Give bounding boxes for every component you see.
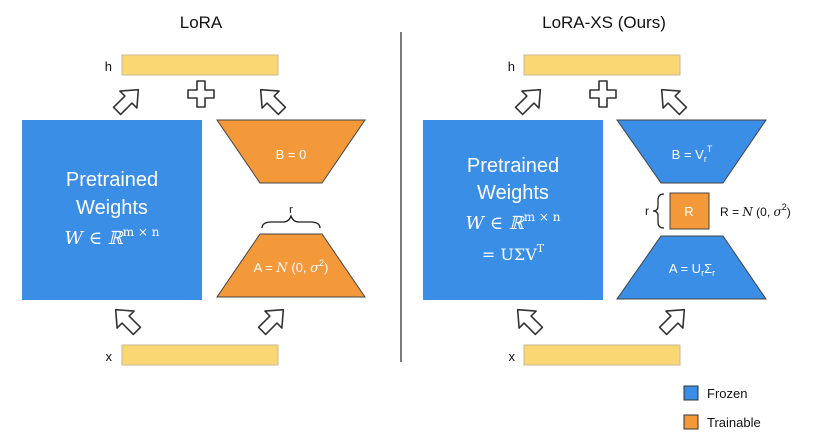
lora-b-matrix-trapezoid (216, 119, 366, 184)
lora-rank-brace (261, 213, 321, 229)
loraxs-weights-svd-base: = UΣV (482, 245, 537, 264)
loraxs-r-def-prefix: R = (720, 205, 742, 219)
lora-weights-math-base: W ∈ ℝ (64, 228, 123, 249)
loraxs-r-def-sup: 2 (782, 202, 787, 212)
lora-x-vector (121, 344, 279, 366)
lora-x-weights-arrow-icon (106, 300, 147, 341)
loraxs-a-sub1: r (701, 268, 704, 278)
loraxs-x-label: x (509, 349, 516, 364)
loraxs-weights-svd-sup: T (537, 242, 545, 255)
loraxs-r-label: R (684, 204, 693, 219)
lora-x-label: x (106, 349, 113, 364)
loraxs-b-prefix: B = V (672, 147, 704, 162)
lora-a-args: (0, (288, 260, 310, 275)
loraxs-weights-svd: = UΣVT (482, 242, 545, 264)
loraxs-weights-math-sup: m × n (524, 210, 561, 224)
loraxs-a-matrix-trapezoid (616, 235, 767, 300)
legend-trainable-swatch (683, 414, 699, 430)
loraxs-weights-math: W ∈ ℝm × n (465, 210, 560, 234)
lora-pretrained-weights-block (22, 120, 202, 300)
loraxs-title: LoRA-XS (Ours) (542, 13, 666, 32)
loraxs-r-def-N: N (741, 205, 753, 219)
loraxs-b-sub: r (704, 154, 707, 164)
loraxs-b-sup: T (707, 144, 713, 154)
loraxs-x-vector (523, 344, 681, 366)
loraxs-r-def-args: (0, (753, 205, 774, 219)
lora-a-sup: 2 (319, 258, 324, 268)
loraxs-b-arrow-icon (652, 80, 693, 121)
loraxs-x-a-arrow-icon (653, 300, 694, 341)
lora-weights-line1: Pretrained (66, 169, 158, 191)
lora-a-matrix-trapezoid (216, 233, 366, 298)
loraxs-r-def-sigma: σ (774, 205, 783, 219)
lora-weights-math-sup: m × n (123, 225, 160, 239)
loraxs-b-label: B = VrT (672, 144, 713, 164)
loraxs-b-matrix-trapezoid (616, 119, 767, 184)
legend-frozen-label: Frozen (707, 386, 747, 401)
loraxs-h-vector (523, 54, 681, 76)
loraxs-weights-line2: Weights (477, 182, 549, 204)
loraxs-x-weights-arrow-icon (508, 300, 549, 341)
lora-b-label: B = 0 (276, 147, 307, 162)
lora-panel: LoRA h Pretrained Weights W ∈ ℝm × n B =… (22, 13, 366, 366)
loraxs-pretrained-weights-block (423, 120, 603, 300)
loraxs-brace-label: r (645, 204, 649, 218)
lora-a-sigma: σ (310, 261, 320, 276)
lora-weights-arrow-icon (107, 80, 148, 121)
loraxs-h-label: h (508, 59, 515, 74)
loraxs-r-def-close: ) (787, 205, 791, 219)
loraxs-a-prefix: A = U (669, 261, 701, 276)
lora-h-label: h (105, 59, 112, 74)
lora-title: LoRA (180, 13, 223, 32)
loraxs-panel: LoRA-XS (Ours) h Pretrained Weights W ∈ … (423, 13, 791, 366)
lora-a-N: N (275, 261, 288, 276)
lora-x-a-arrow-icon (252, 300, 293, 341)
lora-weights-line2: Weights (76, 197, 148, 219)
legend-trainable-label: Trainable (707, 415, 761, 430)
legend: Frozen Trainable (683, 385, 761, 430)
loraxs-weights-math-base: W ∈ ℝ (465, 213, 524, 234)
loraxs-r-matrix-block (669, 192, 710, 230)
legend-frozen-swatch (683, 385, 699, 401)
lora-weights-math: W ∈ ℝm × n (64, 225, 159, 249)
lora-plus-icon (187, 80, 215, 108)
lora-a-close: ) (324, 260, 328, 275)
lora-a-label: A = N (0, σ2) (254, 258, 329, 276)
loraxs-rank-brace (652, 193, 665, 229)
loraxs-plus-icon (589, 80, 617, 108)
loraxs-a-sigma: Σ (704, 261, 712, 276)
lora-a-prefix: A = (254, 260, 277, 275)
loraxs-r-definition: R = N (0, σ2) (720, 202, 791, 219)
lora-brace-label: r (289, 204, 293, 216)
loraxs-a-sub2: r (712, 268, 715, 278)
loraxs-weights-line1: Pretrained (467, 155, 559, 177)
loraxs-weights-arrow-icon (509, 80, 550, 121)
lora-h-vector (121, 54, 279, 76)
loraxs-a-label: A = UrΣr (669, 261, 715, 278)
lora-b-arrow-icon (251, 80, 292, 121)
